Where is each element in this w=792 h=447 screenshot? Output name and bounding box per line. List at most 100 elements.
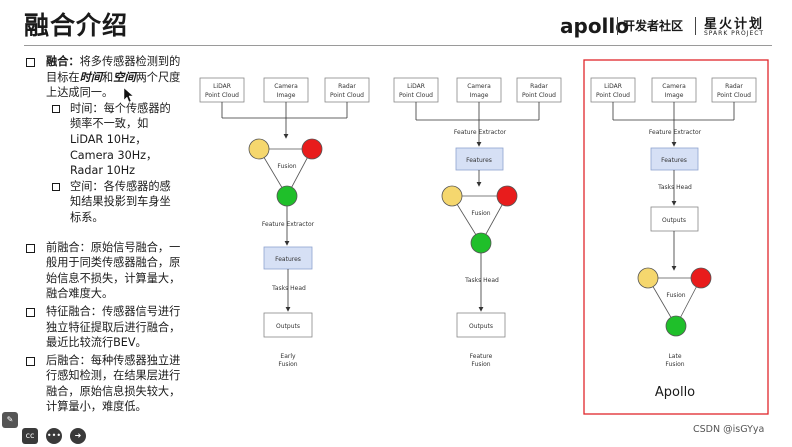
fusion-text: 目标在 [46,70,80,84]
cc-icon[interactable]: cc [22,428,38,444]
bullet-marker [52,182,60,191]
space-text: 空间：各传感器的感 [70,179,171,193]
feature-caption-2: Fusion [471,361,490,368]
page-title: 融合介绍 [24,11,129,40]
features-box [650,147,699,171]
bullet-feature-fusion: 特征融合：传感器信号进行 独立特征提取后进行融合， 最近比较流行BEV。 [24,304,196,351]
lidar-sublabel: Point Cloud [399,92,433,99]
radar-label: Radar [338,83,356,90]
bullet-fusion: 融合：将多传感器检测到的 目标在时间和空间两个尺度 上达成同一。 [24,54,196,101]
yellow-node [248,138,270,160]
bullet-marker [52,104,60,113]
time-text: Radar 10Hz [70,164,136,178]
outputs-box [650,206,699,232]
late-text: 后融合：每种传感器独立进 [46,353,181,367]
feature-text: 独立特征提取后进行融合， [46,320,181,334]
presentation-toolbar: ✎ cc ••• ➜ [0,406,104,447]
title-divider [24,45,772,46]
apollo-label: Apollo [655,385,695,400]
developer-community-logo: 开发者社区 [623,19,684,33]
fusion-time-term: 时间 [79,70,102,84]
tasks-head-label: Tasks Head [657,184,692,191]
radar-label: Radar [725,83,743,90]
lidar-label: LiDAR [604,83,622,90]
more-icon[interactable]: ••• [46,428,62,444]
green-node [665,315,687,337]
early-text: 般用于同类传感器融合，原 [46,256,181,270]
yellow-node [441,185,463,207]
fusion-label: Fusion [277,163,296,170]
lidar-sublabel: Point Cloud [596,92,630,99]
early-text: 融合难度大。 [46,287,114,301]
features-label: Features [661,157,687,164]
fusion-text: 上达成同一。 [46,86,114,100]
late-text: 融合，原始信息损失较大， [46,384,181,398]
late-caption: Late [668,353,681,360]
lidar-box [393,77,439,103]
time-text: 频率不一致，如 [70,117,149,131]
outputs-box [456,312,506,338]
spark-logo-cn: 星火计划 [704,17,765,32]
sub-bullet-space: 空间：各传感器的感 知结果投影到车身坐 标系。 [24,179,196,226]
bullet-early-fusion: 前融合：原始信号融合，一 般用于同类传感器融合，原 始信息不损失，计算量大， 融… [24,240,196,302]
pen-icon[interactable]: ✎ [2,412,18,428]
late-caption-2: Fusion [665,361,684,368]
early-fusion-diagram: LiDAR Point Cloud Camera Image Radar Poi… [199,77,370,368]
red-node [496,185,518,207]
yellow-node [637,267,659,289]
camera-label: Camera [274,83,298,90]
green-node [276,185,298,207]
camera-box [651,77,697,103]
time-text: Camera 30Hz， [70,148,158,162]
lidar-label: LiDAR [213,83,231,90]
feature-extractor-label: Feature Extractor [454,129,507,136]
features-label: Features [275,256,301,263]
bullet-marker [26,356,35,366]
green-node [470,232,492,254]
camera-sublabel: Image [277,92,296,99]
logo-divider-2 [695,17,696,35]
camera-sublabel: Image [470,92,489,99]
camera-sublabel: Image [665,92,684,99]
cursor-icon [123,87,134,103]
spark-logo-en: SPARK PROJECT [704,30,765,37]
time-text: LiDAR 10Hz， [70,132,147,146]
feature-text: 特征融合：传感器信号进行 [46,304,181,318]
feature-extractor-label: Feature Extractor [262,221,315,228]
camera-label: Camera [467,83,491,90]
camera-box [456,77,502,103]
radar-label: Radar [530,83,548,90]
feature-text: 最近比较流行BEV。 [46,336,147,350]
apollo-highlight-frame [583,59,769,415]
space-text: 知结果投影到车身坐 [70,195,171,209]
lidar-label: LiDAR [407,83,425,90]
lidar-sublabel: Point Cloud [205,92,239,99]
fusion-text: 和 [101,70,114,84]
red-node [301,138,323,160]
late-text: 计算量小，难度低。 [46,400,147,414]
fusion-label: Fusion [471,210,490,217]
early-caption-2: Fusion [278,361,297,368]
feature-caption: Feature [470,353,493,360]
bullet-marker [26,243,35,253]
features-label: Features [466,157,492,164]
bullet-marker [26,58,35,67]
next-icon[interactable]: ➜ [70,428,86,444]
fusion-text: 两个尺度 [135,70,181,84]
logo-divider [617,17,618,35]
early-text: 始信息不损失，计算量大， [46,271,181,285]
camera-label: Camera [662,83,686,90]
radar-sublabel: Point Cloud [717,92,751,99]
red-node [690,267,712,289]
tasks-head-label: Tasks Head [464,277,499,284]
outputs-box [263,312,313,338]
space-text: 标系。 [70,210,104,224]
lidar-box [199,77,245,103]
radar-box [711,77,757,103]
bullet-marker [26,307,35,317]
outputs-label: Outputs [276,323,300,330]
radar-sublabel: Point Cloud [522,92,556,99]
radar-sublabel: Point Cloud [330,92,364,99]
fusion-text: 将多传感器检测到的 [79,55,181,68]
